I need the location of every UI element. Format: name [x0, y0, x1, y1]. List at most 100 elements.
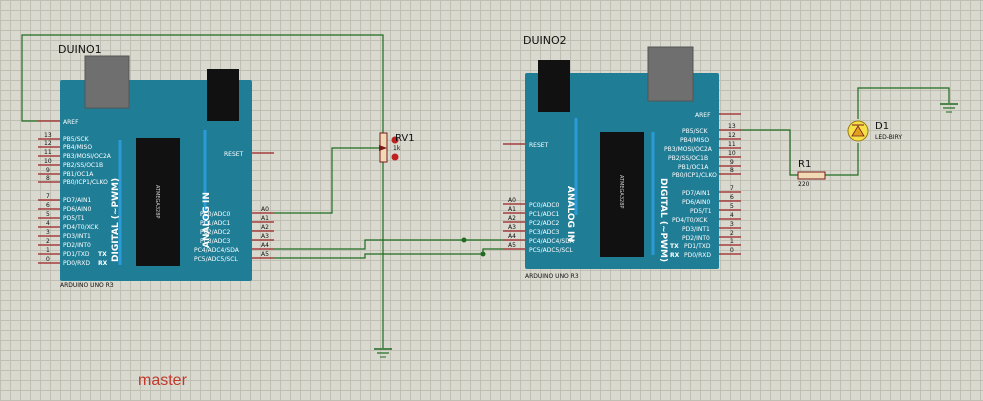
duino1-pin-num: 13: [44, 132, 52, 139]
duino1-pin-label: PD2/INT0: [63, 242, 91, 249]
wire-junction: [480, 251, 486, 257]
duino1-pin-num: A4: [261, 242, 269, 249]
duino2-pin-label: PB1/OC1A: [678, 164, 709, 171]
wire-a4-bus[interactable]: [274, 239, 503, 250]
rv1-decrement-button[interactable]: [391, 153, 399, 161]
duino2-pin-label: PC3/ADC3: [529, 229, 560, 236]
wire-a5-bus[interactable]: [274, 248, 503, 259]
duino2-pin-num: 3: [730, 221, 734, 228]
wire-rv1-wiper-to-a0[interactable]: [274, 147, 379, 214]
duino2-pin-label: PB3/MOSI/OC2A: [664, 146, 713, 153]
duino2-pin-num: 9: [730, 159, 734, 166]
duino1-mcu-chip: [136, 138, 180, 266]
duino1-pin-label: PC3/ADC3: [200, 238, 231, 245]
duino2-pin-num: 1: [730, 238, 734, 245]
duino2-pin-label: PD6/AIN0: [682, 199, 710, 206]
duino2-component[interactable]: DUINO2 ATMEGA328P ANALOG IN DIGITAL (~PW…: [503, 34, 741, 280]
wire-d13-to-r1[interactable]: [741, 129, 798, 176]
r1-resistor[interactable]: R1 220: [797, 159, 826, 188]
duino2-model-label: ARDUINO UNO R3: [525, 273, 579, 280]
duino2-chip-marking: ATMEGA328P: [618, 175, 624, 208]
rv1-increment-button[interactable]: [391, 136, 399, 144]
duino1-model-label: ARDUINO UNO R3: [60, 282, 114, 289]
wire-r1-to-led[interactable]: [825, 143, 859, 176]
duino2-tx-label: TX: [670, 243, 679, 250]
duino1-pin-num: 0: [46, 256, 50, 263]
duino1-usb-connector: [84, 55, 130, 109]
duino1-pin-num: A5: [261, 251, 269, 258]
r1-value: 220: [798, 181, 810, 188]
wire-aref-to-rv1[interactable]: [21, 34, 384, 133]
duino2-usb-connector: [647, 46, 694, 102]
duino1-pin-num: 2: [46, 238, 50, 245]
duino1-power-jack: [207, 69, 239, 121]
duino1-pin-num: 4: [46, 220, 50, 227]
duino1-pin-num: 1: [46, 247, 50, 254]
duino1-tx-label: TX: [98, 251, 107, 258]
duino1-pin-label: PD6/AIN0: [63, 206, 91, 213]
duino2-pin-label: PD2/INT0: [682, 235, 710, 242]
rv1-potentiometer[interactable]: RV1 1k: [379, 132, 415, 163]
duino1-pin-label: PB1/OC1A: [63, 171, 94, 178]
duino1-pin-num: 10: [44, 158, 52, 165]
duino1-pin-num: 7: [46, 193, 50, 200]
duino1-component[interactable]: DUINO1 ATMEGA328P DIGITAL (~PWM) ANALOG …: [38, 43, 274, 289]
duino2-pin-label: PD5/T1: [690, 208, 712, 215]
duino2-pin-num: 11: [728, 141, 736, 148]
master-label: master: [138, 372, 188, 389]
duino1-pin-num: 12: [44, 140, 52, 147]
duino2-pin-label: PB0/ICP1/CLKO: [672, 172, 717, 179]
duino2-pin-label: PD7/AIN1: [682, 190, 710, 197]
duino2-pin-label: PC0/ADC0: [529, 202, 560, 209]
d1-led[interactable]: D1 LED-BIRY: [847, 120, 902, 142]
duino1-pin-num: A2: [261, 224, 269, 231]
duino2-pin-num: 7: [730, 185, 734, 192]
duino1-pin-label: PC4/ADC4/SDA: [194, 247, 240, 254]
wire-led-to-ground[interactable]: [857, 87, 950, 119]
duino2-pin-num: 0: [730, 247, 734, 254]
duino2-pin-num: A0: [508, 197, 516, 204]
